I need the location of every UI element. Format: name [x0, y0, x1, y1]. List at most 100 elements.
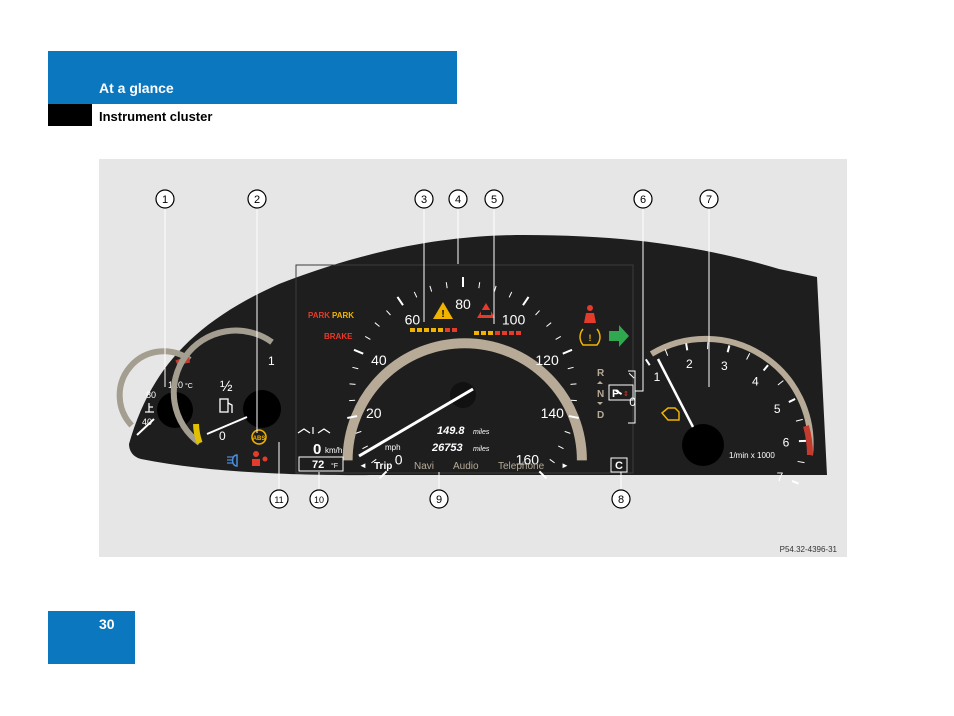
coolant-unit: °C	[185, 382, 193, 390]
tachometer-needle	[656, 358, 695, 428]
callout-number: 9	[436, 494, 442, 506]
speedometer-tick-label: 120	[535, 352, 559, 368]
subsection-title: Instrument cluster	[99, 109, 213, 124]
gear-d: D	[597, 410, 604, 421]
speedometer-unit: mph	[385, 443, 401, 452]
gear-selected: P	[612, 388, 619, 400]
c-indicator: C	[615, 460, 623, 472]
callout-number: 4	[455, 194, 461, 206]
menu-item-telephone[interactable]: Telephone	[498, 461, 545, 472]
speedometer-tick-label: 100	[502, 311, 526, 327]
speedometer-tick	[362, 445, 368, 450]
menu-item-trip[interactable]: Trip	[374, 461, 392, 472]
speedometer-tick	[558, 445, 564, 450]
tachometer-tick-label: 6	[783, 436, 790, 450]
digital-speed-unit: km/h	[325, 446, 342, 455]
speedometer-tick	[371, 458, 377, 464]
tachometer-tick-label: 1	[654, 370, 661, 384]
tachometer-tick	[795, 418, 803, 422]
warning-triangle-icon: !	[433, 302, 453, 320]
outside-temperature-unit: °F	[331, 462, 338, 470]
callout-number: 7	[706, 194, 712, 206]
callout-number: 8	[618, 494, 624, 506]
speedometer-tick	[413, 291, 418, 298]
callout-circle	[414, 189, 434, 209]
tachometer-unit: 1/min x 1000	[729, 451, 775, 460]
speedometer-tick	[378, 470, 388, 480]
park-indicator-amber: PARK	[332, 311, 354, 320]
subsection-marker	[48, 104, 92, 126]
park-indicator-red: PARK	[308, 311, 330, 320]
tachometer-tick	[664, 349, 669, 356]
lane-assist-icon	[297, 427, 331, 434]
callout-number: 3	[421, 194, 427, 206]
speedometer-tick	[396, 296, 404, 306]
speedometer-tick	[349, 383, 356, 385]
fuel-tick-label: ½	[220, 378, 233, 395]
callout-circle	[699, 189, 719, 209]
callout-circle	[155, 189, 175, 209]
speedometer-tick	[535, 310, 540, 316]
callout-number: 6	[640, 194, 646, 206]
fuel-tick-label: 1	[268, 354, 275, 368]
tachometer-tick	[746, 352, 751, 360]
menu-item-audio[interactable]: Audio	[453, 461, 479, 472]
coolant-icon	[145, 403, 154, 413]
menu-right-arrow-icon[interactable]: ►	[561, 461, 569, 470]
gear-updown-icon: ⇕	[623, 390, 629, 398]
speedometer-tick	[538, 470, 548, 480]
outside-temperature-value: 72	[312, 459, 324, 471]
callout-circle	[309, 489, 329, 509]
header-bar	[48, 51, 457, 104]
brake-indicator: BRAKE	[324, 332, 353, 341]
speedometer-tick	[568, 415, 579, 420]
menu-item-navi[interactable]: Navi	[414, 461, 434, 472]
menu-left-arrow-icon[interactable]: ◄	[359, 461, 367, 470]
speedometer-tick	[445, 282, 448, 289]
svg-text:!: !	[589, 333, 592, 343]
tachometer-tick	[615, 389, 623, 395]
assist-bar-red	[474, 331, 521, 335]
speedometer-tick-label: 40	[371, 352, 387, 368]
coolant-tick-label: 80	[146, 390, 156, 400]
speedometer-tick-label: 160	[516, 451, 540, 467]
speedometer-tick	[508, 291, 513, 298]
speedometer-ticks	[347, 277, 579, 480]
speedometer-tick	[478, 282, 481, 289]
tachometer-tick	[644, 358, 651, 366]
fuel-pump-icon	[219, 398, 233, 413]
speedometer-tick	[374, 322, 380, 327]
tire-pressure-icon: !	[579, 328, 601, 346]
callout-circle	[448, 189, 468, 209]
cluster-body	[129, 235, 827, 476]
speedometer-tick	[570, 383, 577, 385]
gear-down-arrow-icon	[597, 402, 603, 405]
page-number: 30	[99, 616, 115, 632]
tachometer-tick-label: 3	[721, 359, 728, 373]
digital-speed-value: 0	[313, 441, 321, 458]
speedometer-tick	[355, 430, 362, 434]
tachometer-tick	[788, 398, 796, 403]
figure-id: P54.32-4396-31	[780, 545, 838, 554]
gear-selected-box	[608, 384, 634, 401]
coolant-gauge: 120 °C 80 40	[116, 348, 193, 436]
trip-odometer-value: 149.8	[437, 425, 465, 437]
speedometer-tick-label: 80	[455, 296, 471, 312]
coolant-tick-label: 40	[142, 417, 152, 427]
tachometer-tick-label: 0	[629, 395, 636, 409]
c-indicator-box	[610, 457, 628, 473]
callout-number: 5	[491, 194, 497, 206]
gear-r: R	[597, 368, 605, 379]
tachometer-tick	[791, 480, 799, 485]
callout-number: 1	[162, 194, 168, 206]
speedometer-tick-label: 140	[541, 405, 565, 421]
tachometer-tick	[762, 364, 769, 372]
tachometer-tick	[685, 343, 689, 351]
fuel-gauge-needle	[206, 416, 248, 435]
callout-circle	[484, 189, 504, 209]
gear-up-arrow-icon	[597, 381, 603, 384]
turn-signal-arrow-icon	[609, 325, 629, 347]
speedometer-tick	[562, 348, 573, 355]
page-number-box	[48, 611, 135, 664]
